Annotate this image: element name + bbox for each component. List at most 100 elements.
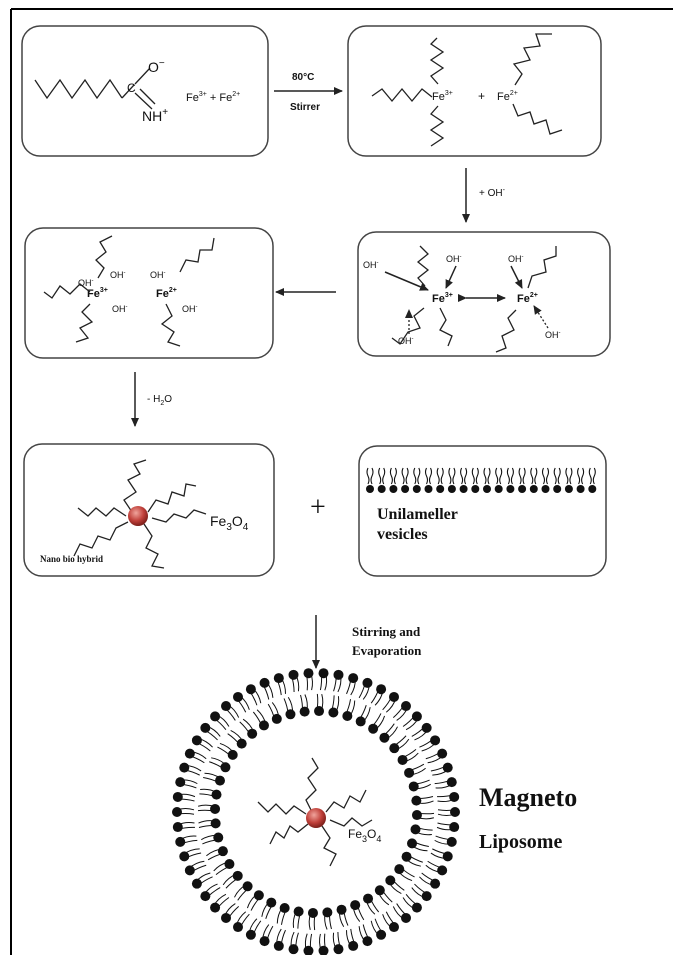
lipid-molecule — [410, 824, 433, 836]
lipid-molecule — [346, 673, 359, 696]
lipid-molecule — [412, 467, 421, 493]
step3-fe3-label: Fe3+ — [432, 292, 453, 305]
lipid-molecule — [483, 467, 491, 493]
lipid-molecule — [389, 735, 410, 754]
lipid-molecule — [411, 883, 432, 902]
lipid-molecule — [411, 810, 435, 821]
lipid-molecule — [303, 933, 314, 955]
lipid-molecule — [588, 467, 597, 493]
chain — [77, 507, 127, 517]
chain — [75, 303, 94, 343]
lipid-molecule — [314, 693, 325, 717]
chain — [439, 307, 453, 347]
lipid-molecule — [382, 691, 400, 713]
step5-box: Fe3O4 Nano bio hybrid — [23, 443, 275, 577]
lipid-molecule — [401, 851, 423, 867]
arrow1-temperature: 80°C — [292, 72, 314, 83]
lipid-molecule — [283, 697, 296, 720]
lipid-molecule — [366, 467, 374, 493]
lipid-molecule — [447, 467, 456, 493]
arrow4-label: - H2O — [147, 394, 172, 407]
oh-label-1: OH- — [363, 260, 379, 270]
step3-fe2-label: Fe2+ — [517, 292, 538, 305]
lipid-molecule — [203, 772, 225, 786]
chain-left — [371, 87, 433, 103]
lipid-molecule — [529, 467, 538, 493]
chain — [269, 823, 309, 845]
step2-box: Fe3+ + Fe2+ — [347, 25, 602, 157]
oxygen-label: O− — [148, 58, 165, 75]
lipid-molecule — [307, 907, 318, 931]
arrow1: 80°C Stirrer — [274, 72, 343, 113]
liposome-fe3o4-label: Fe3O4 — [348, 827, 381, 844]
plus-sign: + — [310, 492, 326, 523]
chain — [43, 283, 91, 299]
lipid-molecule — [358, 924, 373, 947]
lipid-molecule — [267, 702, 282, 724]
lipid-molecule — [553, 467, 562, 493]
lipid-molecule — [392, 903, 411, 923]
step2-fe3-label: Fe3+ — [432, 90, 453, 103]
lipid-molecule — [350, 900, 365, 922]
lipid-molecule — [221, 701, 240, 721]
lipid-molecule — [303, 668, 314, 691]
chain — [329, 817, 373, 827]
lipid-molecule — [227, 730, 247, 749]
lipid-molecule — [322, 907, 333, 930]
lipid-molecule — [419, 735, 441, 752]
lipid-molecule — [342, 699, 356, 721]
lipid-molecule — [564, 467, 573, 493]
arrow2: + OH- — [462, 168, 506, 223]
alkyl-chain — [34, 78, 123, 100]
chain — [321, 825, 337, 867]
step4-fe2-label: Fe2+ — [156, 287, 177, 300]
lipid-molecule — [179, 848, 202, 862]
chain — [160, 303, 181, 347]
chain — [179, 237, 215, 273]
lipid-molecule — [407, 838, 429, 852]
lipid-molecule — [175, 835, 198, 847]
lipid-molecule — [397, 748, 419, 765]
oh-label-4: OH- — [398, 336, 414, 346]
nanoparticle — [128, 506, 148, 526]
nano-bio-hybrid-caption: Nano bio hybrid — [40, 554, 103, 564]
lipid-molecule — [408, 779, 431, 792]
arrow5: Stirring and Evaporation — [312, 615, 422, 669]
lipid-molecule — [419, 872, 441, 889]
step2-plus: + — [478, 89, 485, 103]
lipid-molecule — [411, 795, 434, 806]
lipid-molecule — [434, 777, 457, 789]
step4-box: Fe3+ Fe2+ OH- OH- OH- OH- OH- — [24, 227, 274, 359]
lipid-molecule — [172, 821, 195, 833]
oh-label-2: OH- — [446, 254, 462, 264]
chain — [147, 483, 197, 513]
lipid-molecule — [245, 684, 262, 706]
lipid-molecule — [328, 695, 340, 718]
lipid-molecule — [197, 803, 221, 814]
step2-fe2-label: Fe2+ — [497, 90, 518, 103]
lipid-molecule — [402, 893, 422, 913]
lipid-molecule — [370, 684, 387, 706]
lipid-molecule — [252, 709, 269, 731]
chain — [391, 307, 425, 345]
lipid-molecule — [239, 718, 258, 739]
lipid-molecule — [370, 918, 387, 940]
lipid-molecule — [430, 848, 453, 862]
lipid-molecule — [430, 762, 453, 776]
chain-down — [429, 105, 445, 147]
vesicles-line2: vesicles — [377, 526, 428, 543]
oh-label-3: OH- — [508, 254, 524, 264]
lipid-molecule — [385, 875, 405, 894]
lipid-molecule — [494, 467, 503, 493]
fe3o4-label: Fe3O4 — [210, 513, 249, 533]
liposome-title: Liposome — [479, 831, 562, 853]
lipid-molecule — [382, 911, 400, 933]
lipid-molecule — [368, 713, 386, 734]
lipid-molecule — [379, 723, 398, 743]
lipid-molecule — [172, 791, 196, 802]
oh-label: OH- — [112, 304, 128, 314]
carbon-label: C — [127, 81, 136, 95]
lipid-molecule — [198, 818, 221, 829]
arrow1-stirrer: Stirrer — [290, 102, 320, 113]
